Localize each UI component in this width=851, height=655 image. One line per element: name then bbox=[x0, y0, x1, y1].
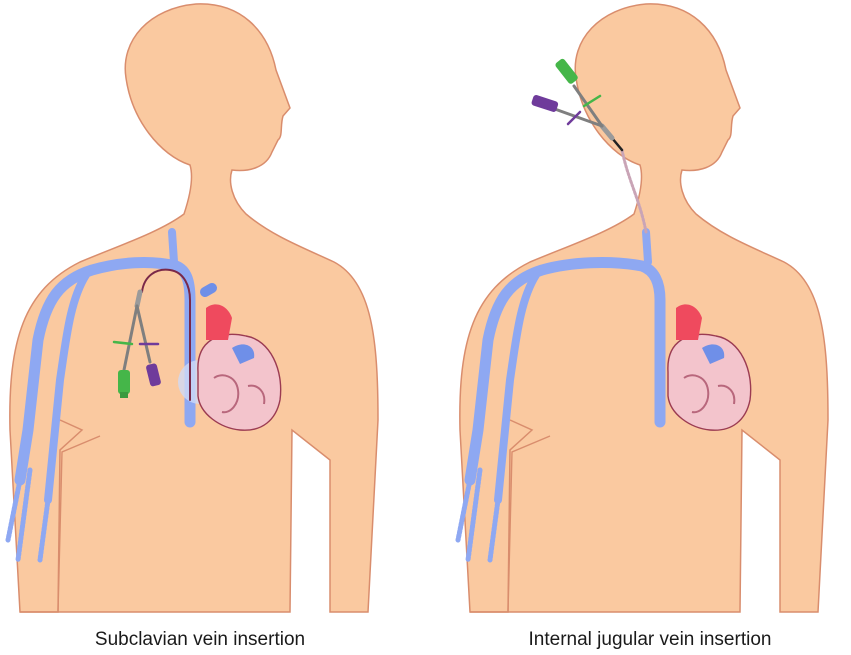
caption-subclavian: Subclavian vein insertion bbox=[94, 629, 306, 650]
vein-network-right bbox=[455, 148, 666, 563]
arm-edge-right bbox=[507, 435, 551, 613]
vein-network-left bbox=[5, 228, 217, 563]
catheter-right bbox=[531, 58, 624, 152]
left-panel bbox=[5, 3, 379, 613]
torso-right bbox=[459, 3, 829, 613]
right-panel bbox=[455, 3, 829, 613]
caption-internal-jugular: Internal jugular vein insertion bbox=[528, 629, 772, 650]
heart-right bbox=[667, 304, 752, 431]
catheter-left bbox=[112, 268, 191, 401]
arm-edge-left bbox=[57, 435, 101, 613]
